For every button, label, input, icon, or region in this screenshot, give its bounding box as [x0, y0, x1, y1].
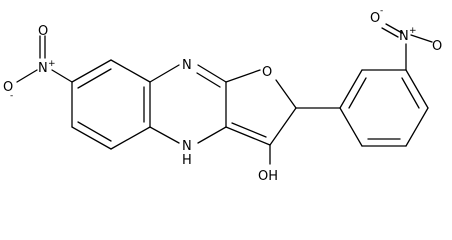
bond-pyrazine-5 [149, 126, 180, 144]
bond-nitro-right-n-o-minus-b [381, 27, 399, 38]
bond-furan-1 [225, 69, 261, 83]
atom-o-left-minus: O [3, 80, 13, 95]
bond-furan-4-inner [231, 122, 267, 138]
atom-n-left-nitro: N [38, 61, 48, 76]
bond-benzo-inner-1 [77, 68, 112, 89]
bond-benzo-inner-3 [77, 121, 112, 142]
atom-n-pyrazine-top: N [182, 58, 192, 73]
bond-phenyl-6 [339, 107, 363, 147]
atom-o-right-double: O [432, 39, 442, 54]
atom-oh: OH [258, 169, 278, 184]
bond-nitro-right-n-o [410, 34, 433, 43]
chemical-structure-diagram: O - N + O N O N H OH N + O O - [3, 6, 442, 184]
bond-furan-2 [275, 79, 297, 109]
bond-benzo-5 [71, 126, 112, 150]
bond-phenyl-inner-1 [348, 77, 367, 109]
bond-phenyl-3 [405, 69, 429, 109]
bond-phenyl-inner-2 [401, 77, 420, 109]
bond-nitro-left-n-ring [51, 69, 73, 83]
atom-n-pyrazine-nh: N [182, 139, 192, 154]
charge-minus-left: - [10, 91, 13, 101]
charge-minus-right: - [380, 6, 383, 16]
bond-pyrazine-1 [149, 64, 180, 83]
bond-pyrazine-4 [197, 126, 227, 144]
atom-n-right-nitro: N [399, 29, 409, 44]
bond-furan-3 [269, 107, 297, 146]
charge-plus-left: + [48, 59, 56, 69]
bond-benzo-1 [71, 59, 112, 83]
bond-pyrazine-2 [197, 64, 227, 83]
bond-phenyl-4 [405, 107, 429, 147]
bond-benzo-2 [110, 59, 151, 83]
bond-benzo-4 [110, 126, 151, 150]
bond-phenyl-1 [339, 69, 363, 109]
bonds [16, 23, 433, 165]
atom-o-furan: O [262, 65, 272, 80]
atom-o-left-double: O [38, 24, 48, 39]
bond-pyrazine-2-inner [196, 72, 221, 88]
atom-labels: O - N + O N O N H OH N + O O - [3, 6, 442, 184]
bond-nitro-left-o-n [16, 69, 38, 83]
bond-nitro-right-n-o-minus-a [385, 23, 403, 34]
charge-plus-right: + [409, 26, 417, 36]
atom-o-right-minus: O [370, 11, 380, 26]
bond-furan-4 [225, 126, 271, 146]
atom-h-pyrazine-nh: H [182, 153, 192, 168]
